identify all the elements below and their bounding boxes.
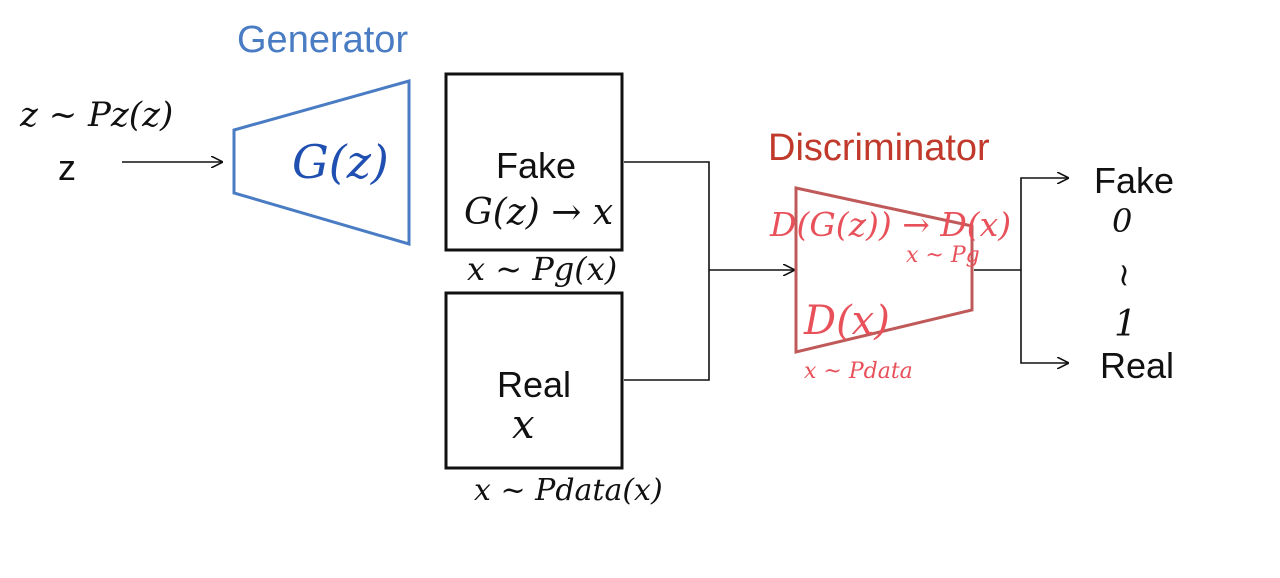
real-box-label: Real [497,364,571,405]
discriminator-real-dist-note: x ~ Pdata [804,359,913,384]
generator-trapezoid [232,79,411,246]
output-fake-label: Fake [1094,160,1174,201]
fake-box-label: Fake [496,145,576,186]
output-real-arrow [1020,270,1068,363]
discriminator-trapezoid [794,186,974,354]
output-range-tilde: ~ [1106,262,1144,289]
real-distribution-note: x ~ Pdata(x) [474,473,663,508]
output-fake-arrow [1020,178,1068,270]
generator-function-note: G(z) [292,135,389,189]
fake-distribution-note: x ~ Pg(x) [467,250,617,288]
discriminator-title: Discriminator [768,127,990,169]
real-sample-box [444,291,624,470]
discriminator-fake-dist-note: x ~ Pg [906,243,980,268]
noise-symbol: z [58,147,76,188]
fake-box-note: G(z) → x [464,192,613,233]
generator-title: Generator [237,19,408,61]
output-one-label: 1 [1114,304,1137,345]
output-real-label: Real [1100,345,1174,386]
output-zero-label: 0 [1112,202,1132,240]
fake-sample-box [444,72,624,252]
real-box-note: x [512,402,535,448]
noise-distribution-note: z ~ Pz(z) [19,95,173,135]
real-connector [624,270,710,381]
discriminator-real-note: D(x) [803,298,890,344]
fake-connector [624,161,710,270]
discriminator-fake-note: D(G(z)) → D(x) [769,205,1011,244]
